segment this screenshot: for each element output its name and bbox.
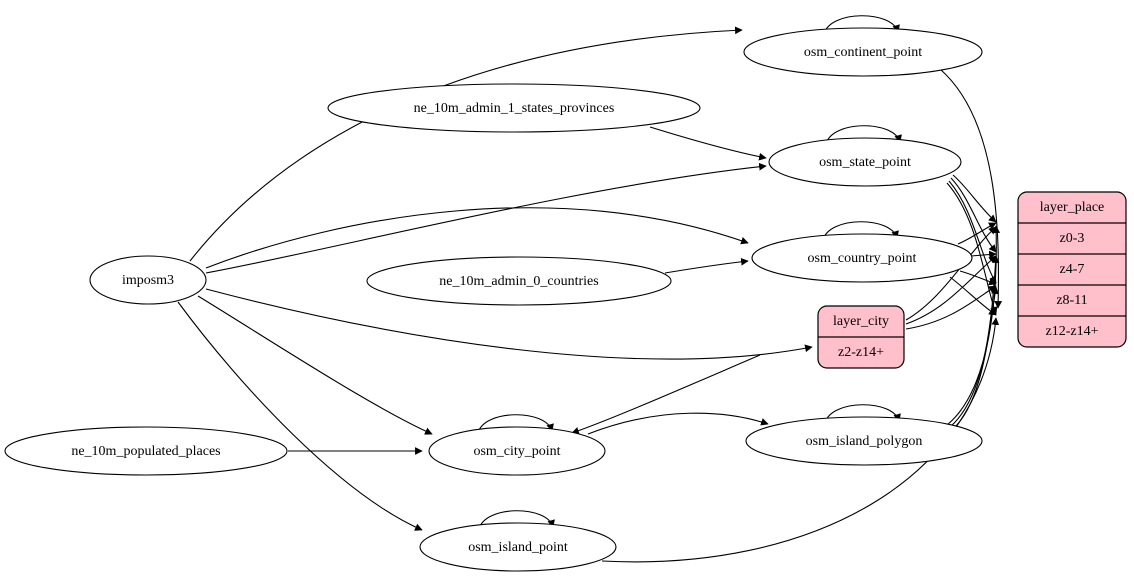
edge-imposm3-to-osm-state-point bbox=[205, 162, 767, 274]
edge-self-osm-country-point bbox=[822, 221, 899, 241]
edge-self-osm-island-polygon bbox=[824, 404, 901, 424]
node-ne-10m-populated-places[interactable]: ne_10m_populated_places bbox=[4, 426, 288, 476]
edge-osm-island-point-to-layer-place-z12 bbox=[601, 317, 1000, 563]
node-osm-island-polygon[interactable]: osm_island_polygon bbox=[745, 416, 983, 466]
layer-place-row-z8-11[interactable]: z8-11 bbox=[1056, 293, 1087, 308]
layer-place-row-z12-z14plus[interactable]: z12-z14+ bbox=[1046, 324, 1099, 339]
edge-osm-state-point-to-layer-place-z4-7 bbox=[950, 177, 997, 253]
node-osm-state-point-label: osm_state_point bbox=[819, 155, 911, 170]
layer-place-row-z0-3[interactable]: z0-3 bbox=[1060, 231, 1085, 246]
edge-osm-city-point-to-osm-island-polygon bbox=[587, 412, 769, 435]
edge-layer-city-to-layer-place-z4-7 bbox=[905, 255, 997, 325]
node-ne-states-label: ne_10m_admin_1_states_provinces bbox=[414, 101, 615, 116]
node-ne-10m-admin-1-states-provinces[interactable]: ne_10m_admin_1_states_provinces bbox=[327, 83, 701, 133]
edge-osm-state-point-to-layer-place-z0-3 bbox=[952, 174, 997, 223]
edge-self-osm-continent-point bbox=[823, 15, 900, 35]
node-osm-state-point[interactable]: osm_state_point bbox=[768, 137, 962, 187]
edge-ne-states-to-osm-state-point bbox=[649, 126, 767, 161]
edge-osm-island-polygon-to-layer-place-z8-11 bbox=[952, 286, 999, 430]
edge-imposm3-to-osm-island-point bbox=[177, 301, 423, 531]
layer-city-title: layer_city bbox=[833, 314, 889, 329]
node-ne-countries-label: ne_10m_admin_0_countries bbox=[439, 274, 598, 289]
edge-layer-city-to-layer-place-z8-11 bbox=[905, 285, 997, 330]
node-layer-city[interactable]: layer_city z2-z14+ bbox=[817, 305, 905, 369]
edge-osm-continent-point-to-layer-place-z12 bbox=[939, 68, 1003, 309]
node-osm-island-point-label: osm_island_point bbox=[468, 540, 568, 555]
edge-cross-to-osm-city-point bbox=[571, 354, 761, 435]
node-osm-island-point[interactable]: osm_island_point bbox=[419, 522, 617, 572]
node-group: imposm3 ne_10m_admin_1_states_provinces … bbox=[4, 27, 1127, 572]
edge-osm-country-point-to-layer-place-z0-3 bbox=[957, 222, 997, 245]
edge-osm-state-point-to-layer-place-z8-11 bbox=[948, 180, 997, 284]
node-osm-continent-point[interactable]: osm_continent_point bbox=[743, 27, 983, 77]
edge-imposm3-to-osm-city-point bbox=[197, 295, 433, 435]
node-osm-city-point-label: osm_city_point bbox=[473, 444, 560, 459]
node-osm-island-polygon-label: osm_island_polygon bbox=[806, 434, 923, 449]
edge-self-osm-island-point bbox=[478, 510, 555, 530]
edge-self-osm-city-point bbox=[477, 414, 554, 434]
node-osm-city-point[interactable]: osm_city_point bbox=[428, 426, 606, 476]
node-imposm3-label: imposm3 bbox=[122, 273, 174, 288]
edge-self-osm-state-point bbox=[825, 125, 902, 145]
edge-osm-country-point-to-layer-place-z8-11 bbox=[959, 270, 997, 286]
node-ne-10m-admin-0-countries[interactable]: ne_10m_admin_0_countries bbox=[366, 256, 672, 306]
edge-layer-city-to-layer-place-z0-3 bbox=[905, 226, 997, 321]
edge-imposm3-to-osm-continent-point bbox=[189, 26, 743, 262]
layer-place-row-z4-7[interactable]: z4-7 bbox=[1060, 262, 1085, 277]
edge-group bbox=[177, 15, 1003, 563]
edge-imposm3-to-layer-city bbox=[205, 288, 813, 360]
edge-osm-country-point-to-layer-place-z12 bbox=[949, 276, 997, 316]
node-osm-continent-point-label: osm_continent_point bbox=[804, 45, 922, 60]
edge-imposm3-to-osm-country-point bbox=[205, 207, 749, 269]
node-ne-populated-label: ne_10m_populated_places bbox=[71, 444, 220, 459]
node-osm-country-point-label: osm_country_point bbox=[808, 251, 917, 266]
node-imposm3[interactable]: imposm3 bbox=[89, 255, 207, 305]
edge-ne-countries-to-osm-country-point bbox=[664, 257, 749, 274]
edge-osm-country-point-to-layer-place-z4-7 bbox=[970, 250, 997, 259]
node-osm-country-point[interactable]: osm_country_point bbox=[751, 233, 973, 283]
layer-city-row-z2-z14plus[interactable]: z2-z14+ bbox=[838, 345, 884, 360]
node-layer-place[interactable]: layer_place z0-3 z4-7 z8-11 z12-z14+ bbox=[1017, 191, 1127, 348]
layer-place-title: layer_place bbox=[1040, 200, 1105, 215]
